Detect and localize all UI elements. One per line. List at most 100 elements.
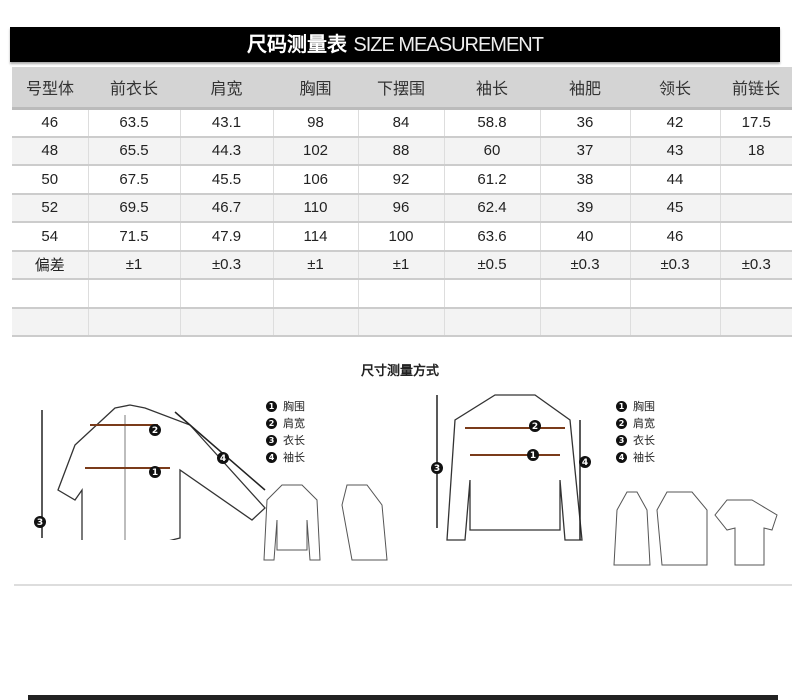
table-cell — [444, 279, 541, 309]
table-cell — [180, 307, 274, 337]
svg-text:1: 1 — [530, 451, 536, 461]
table-row: 偏差±1±0.3±1±1±0.5±0.3±0.3±0.3 — [12, 250, 792, 280]
table-cell: 52 — [12, 193, 89, 223]
table-cell: 100 — [358, 222, 445, 252]
number-badge-icon: 1 — [266, 401, 277, 412]
table-cell — [180, 279, 274, 309]
number-badge-icon: 2 — [266, 418, 277, 429]
table-cell: ±0.3 — [540, 250, 631, 280]
table-cell: 102 — [273, 136, 359, 166]
number-badge-icon: 2 — [616, 418, 627, 429]
table-cell: ±0.3 — [180, 250, 274, 280]
svg-text:1: 1 — [152, 468, 158, 478]
table-cell: 63.5 — [88, 108, 181, 138]
column-header: 前链长 — [720, 67, 792, 110]
table-cell: 84 — [358, 108, 445, 138]
svg-text:2: 2 — [152, 426, 158, 436]
table-cell: ±1 — [358, 250, 445, 280]
table-cell — [720, 222, 792, 252]
table-cell: 98 — [273, 108, 359, 138]
table-cell — [358, 279, 445, 309]
table-cell — [88, 307, 181, 337]
table-cell: 96 — [358, 193, 445, 223]
column-header: 前衣长 — [88, 67, 180, 110]
table-cell — [540, 307, 631, 337]
table-cell: 54 — [12, 222, 89, 252]
table-row — [12, 279, 792, 309]
table-cell: 69.5 — [88, 193, 181, 223]
table-cell: ±0.5 — [444, 250, 541, 280]
table-cell — [630, 279, 721, 309]
legend-label: 袖长 — [633, 451, 655, 464]
table-cell: ±1 — [273, 250, 359, 280]
column-header: 肩宽 — [180, 67, 273, 110]
svg-text:2: 2 — [532, 422, 538, 432]
table-cell: 65.5 — [88, 136, 181, 166]
svg-text:3: 3 — [434, 464, 440, 474]
table-cell: 60 — [444, 136, 541, 166]
method-title: 尺寸测量方式 — [360, 364, 439, 379]
table-row — [12, 307, 792, 337]
sweater-diagram: 2 1 3 4 — [431, 394, 591, 541]
legend-label: 胸围 — [633, 400, 655, 413]
table-cell — [630, 307, 721, 337]
table-cell: 46 — [12, 108, 89, 138]
table-cell: 71.5 — [88, 222, 181, 252]
table-cell: ±0.3 — [630, 250, 721, 280]
svg-text:4: 4 — [220, 454, 226, 464]
table-cell: 44 — [630, 165, 721, 195]
table-cell: 42 — [630, 108, 721, 138]
table-cell: 39 — [540, 193, 631, 223]
table-cell: 61.2 — [444, 165, 541, 195]
table-cell: 37 — [540, 136, 631, 166]
column-header: 领长 — [630, 67, 720, 110]
table-cell: 92 — [358, 165, 445, 195]
table-cell — [273, 307, 359, 337]
legend-label: 肩宽 — [633, 417, 655, 430]
table-cell: 17.5 — [720, 108, 792, 138]
column-header: 下摆围 — [358, 67, 444, 110]
title-en: SIZE MEASUREMENT — [353, 34, 544, 56]
legend-label: 胸围 — [283, 400, 305, 413]
number-badge-icon: 3 — [616, 435, 627, 446]
table-cell: 44.3 — [180, 136, 274, 166]
table-cell — [720, 193, 792, 223]
legend-label: 袖长 — [283, 451, 305, 464]
table-cell: 46 — [630, 222, 721, 252]
divider — [14, 584, 792, 586]
table-cell: 67.5 — [88, 165, 181, 195]
table-cell — [540, 279, 631, 309]
table-cell — [273, 279, 359, 309]
table-cell: 36 — [540, 108, 631, 138]
table-cell: 45 — [630, 193, 721, 223]
table-cell: 偏差 — [12, 250, 89, 280]
shirt-diagram: 2 1 3 4 — [34, 404, 266, 540]
table-cell — [720, 307, 792, 337]
bottom-bar — [28, 695, 778, 700]
table-cell: 43 — [630, 136, 721, 166]
table-cell — [12, 279, 89, 309]
table-cell: 62.4 — [444, 193, 541, 223]
table-cell: 63.6 — [444, 222, 541, 252]
table-cell: 110 — [273, 193, 359, 223]
svg-text:3: 3 — [37, 518, 43, 528]
table-cell: 38 — [540, 165, 631, 195]
table-cell: 47.9 — [180, 222, 274, 252]
table-cell: 106 — [273, 165, 359, 195]
table-cell — [358, 307, 445, 337]
number-badge-icon: 1 — [616, 401, 627, 412]
table-cell — [720, 165, 792, 195]
legend-item: 1 胸围 — [266, 398, 305, 415]
table-cell — [444, 307, 541, 337]
table-cell: 58.8 — [444, 108, 541, 138]
table-cell: 45.5 — [180, 165, 274, 195]
